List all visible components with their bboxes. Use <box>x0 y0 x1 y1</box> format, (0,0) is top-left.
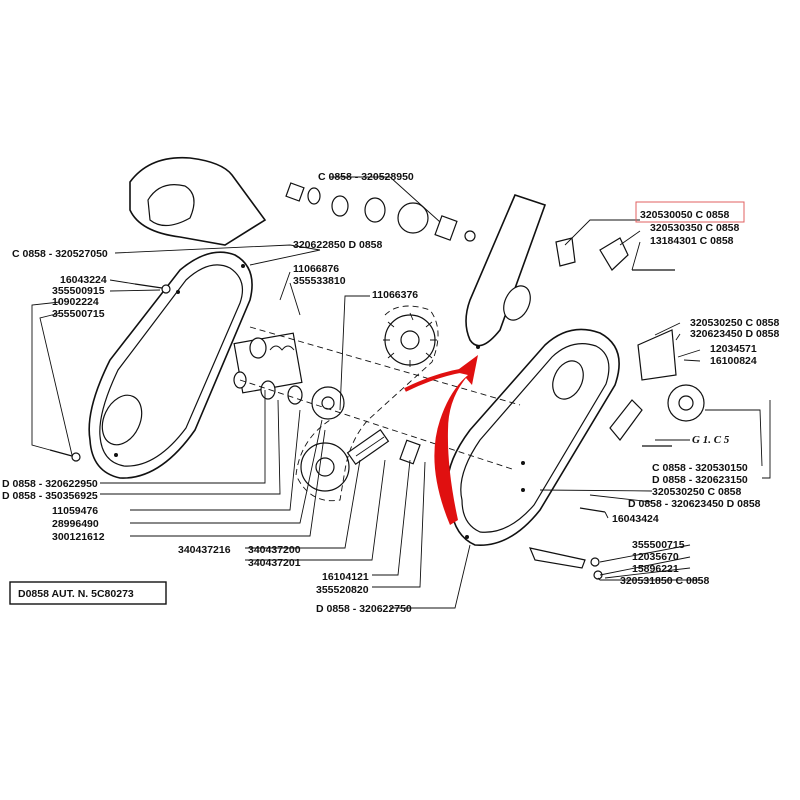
label-l27: 28996490 <box>52 518 99 530</box>
label-l19: C 0858 - 320530150 <box>652 462 748 474</box>
sprocket-lower <box>300 442 350 492</box>
sprocket-large <box>383 312 437 367</box>
chain-connector <box>399 439 421 465</box>
label-l37: 15896221 <box>632 563 679 575</box>
leader-lines <box>31 176 771 609</box>
left-guard-top-part <box>129 156 267 246</box>
label-l16: 12034571 <box>710 343 757 355</box>
upper-right-guard-part <box>465 194 547 349</box>
label-l08: 11066876 <box>293 263 339 275</box>
label-l02: C 0858 - 320527050 <box>12 248 108 260</box>
highlight-box <box>635 201 745 223</box>
label-l25: D 0858 - 350356925 <box>2 490 98 502</box>
label-l05: 355500915 <box>52 285 105 297</box>
label-l10: 11066376 <box>372 289 418 301</box>
label-l17: 16100824 <box>710 355 757 367</box>
left-oval-guard <box>88 251 253 479</box>
left-bolts <box>49 283 606 513</box>
label-l35: 355500715 <box>632 539 685 551</box>
alignment-dashed-lines <box>239 326 521 471</box>
label-l06: 10902224 <box>52 296 99 308</box>
right-chain-cover <box>446 328 620 546</box>
label-l22: D 0858 - 320623450 D 0858 <box>628 498 761 510</box>
label-l36: 12035670 <box>632 551 679 563</box>
label-l21: 320530250 C 0858 <box>652 486 741 498</box>
label-l28: 300121612 <box>52 531 105 543</box>
tensioner-assembly <box>233 332 303 405</box>
label-l20: D 0858 - 320623150 <box>652 474 748 486</box>
label-l09: 355533810 <box>293 275 346 287</box>
red-arrow-annotation <box>404 355 478 525</box>
sprocket-middle <box>311 386 345 420</box>
label-l31: 340437201 <box>248 557 301 569</box>
label-l29: 340437216 <box>178 544 231 556</box>
top-shaft-parts <box>285 182 476 242</box>
part-labels: C 0858 - 320528950 C 0858 - 320527050 32… <box>2 171 779 615</box>
label-l33: 355520820 <box>316 584 369 596</box>
label-l34: D 0858 - 320622750 <box>316 603 412 615</box>
label-l04: 16043224 <box>60 274 107 286</box>
label-l23: 16043424 <box>612 513 659 525</box>
label-l12: 320530350 C 0858 <box>650 222 739 234</box>
label-l18: G 1. C 5 <box>692 434 730 446</box>
label-l01: C 0858 - 320528950 <box>318 171 414 183</box>
label-l13: 13184301 C 0858 <box>650 235 734 247</box>
label-l07: 355500715 <box>52 308 105 320</box>
label-l11: 320530050 C 0858 <box>640 209 729 221</box>
label-l26: 11059476 <box>52 505 98 517</box>
label-l15: 320623450 D 0858 <box>690 328 779 340</box>
right-bracket-parts <box>529 237 705 580</box>
label-l24: D 0858 - 320622950 <box>2 478 98 490</box>
caption-box-text: D0858 AUT. N. 5C80273 <box>18 588 134 600</box>
caption-box-frame <box>9 581 167 605</box>
label-l30: 340437200 <box>248 544 301 556</box>
label-l32: 16104121 <box>322 571 369 583</box>
label-l14: 320530250 C 0858 <box>690 317 779 329</box>
label-l38: 320531850 C 0858 <box>620 575 709 587</box>
label-l03: 320622850 D 0858 <box>293 239 382 251</box>
chain-link-segment <box>346 428 390 466</box>
